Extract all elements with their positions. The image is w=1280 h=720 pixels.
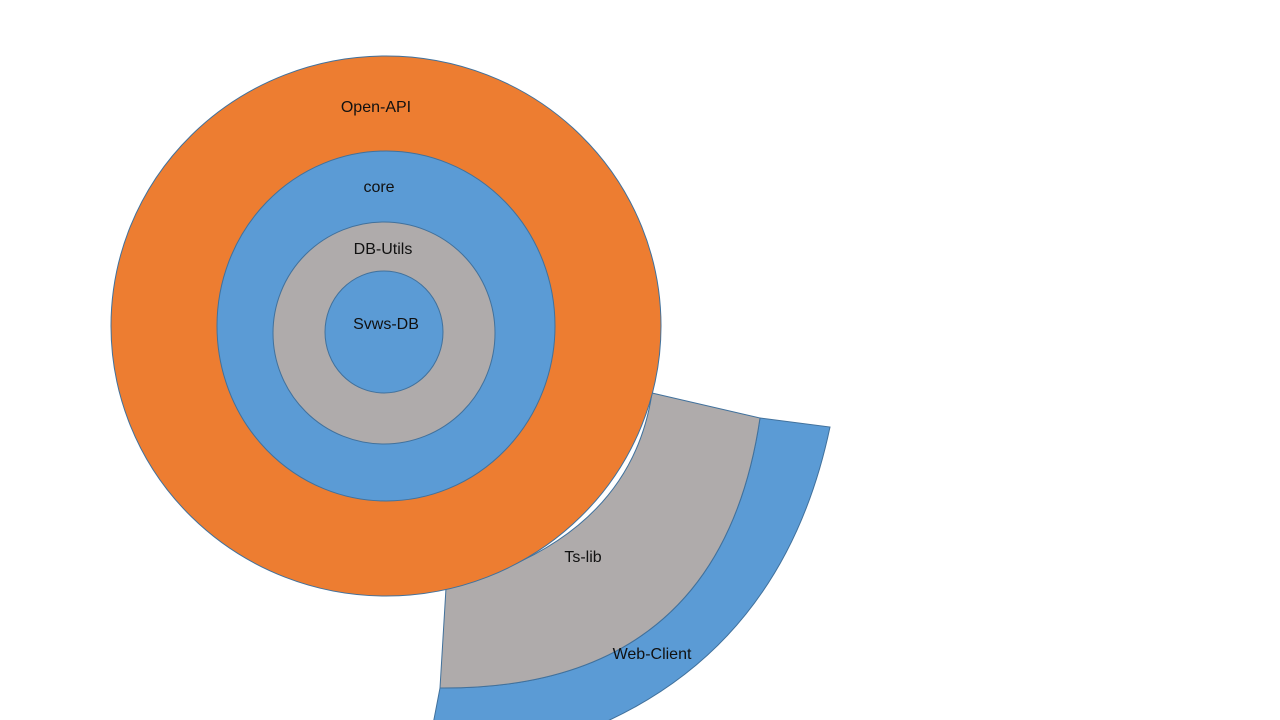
- svws-db-label: Svws-DB: [353, 316, 419, 333]
- web-client-label: Web-Client: [613, 646, 692, 663]
- open-api-label: Open-API: [341, 99, 411, 116]
- db-utils-label: DB-Utils: [354, 241, 413, 258]
- core-label: core: [363, 179, 394, 196]
- svws-db-core: [324, 270, 444, 394]
- ts-lib-label: Ts-lib: [564, 549, 601, 566]
- ts-lib-arc: [439, 392, 761, 689]
